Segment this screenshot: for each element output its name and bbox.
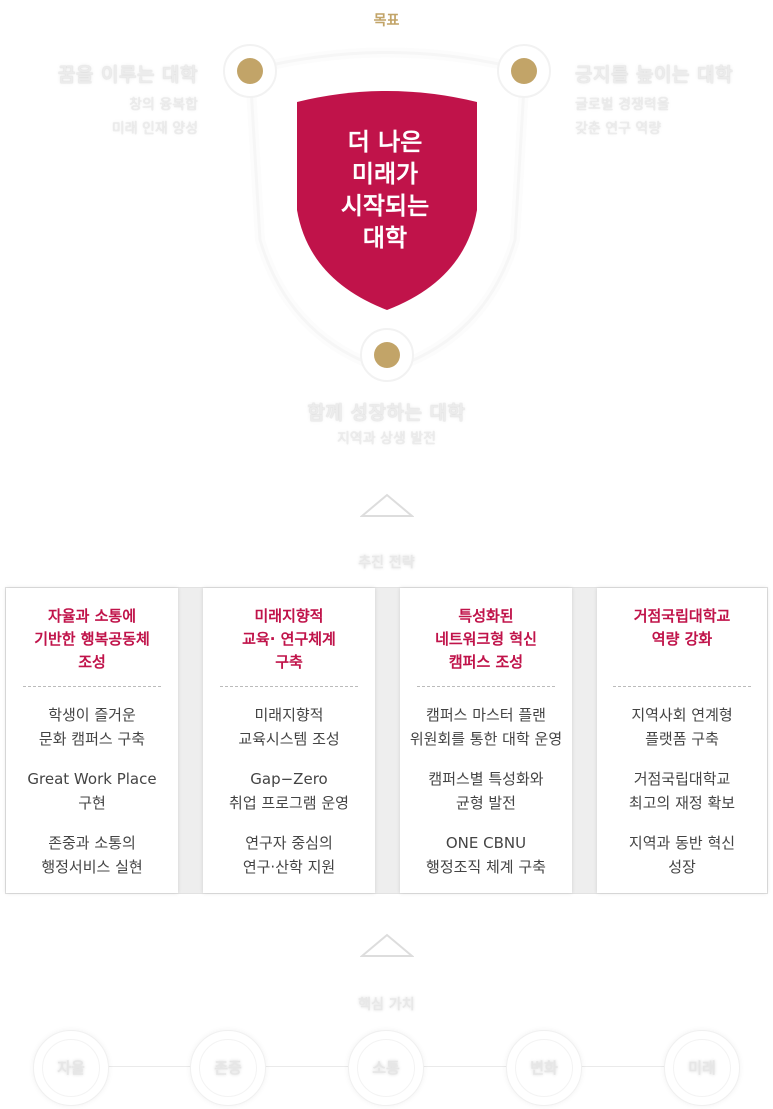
up-arrow-icon xyxy=(360,933,414,957)
values-label: 핵심 가치 xyxy=(358,997,415,1013)
value-circle: 미래 xyxy=(664,1030,740,1106)
goal-bottom: 함께 성장하는 대학 지역과 상생 발전 xyxy=(307,402,466,447)
divider xyxy=(417,686,555,687)
value-circle: 변화 xyxy=(506,1030,582,1106)
dot-bottom xyxy=(360,328,414,382)
divider xyxy=(23,686,161,687)
card-title: 특성화된 네트워크형 혁신 캠퍼스 조성 xyxy=(435,607,537,671)
value-circle: 소통 xyxy=(348,1030,424,1106)
divider xyxy=(613,686,751,687)
strategy-label: 추진 전략 xyxy=(358,555,415,571)
goal-center-text: 더 나은 미래가 시작되는 대학 xyxy=(340,128,430,252)
card-title: 자율과 소통에 기반한 행복공동체 조성 xyxy=(34,607,150,671)
goal-left: 꿈을 이루는 대학 창의 융복합 미래 인재 양성 xyxy=(57,64,198,137)
value-circle: 자율 xyxy=(33,1030,109,1106)
value-circle: 존중 xyxy=(190,1030,266,1106)
divider xyxy=(220,686,358,687)
card-title: 거점국립대학교 역량 강화 xyxy=(633,607,731,648)
up-arrow-icon xyxy=(360,493,414,517)
dot-left xyxy=(223,44,277,98)
goal-label: 목표 xyxy=(373,13,400,29)
card-title: 미래지향적 교육· 연구체계 구축 xyxy=(242,607,336,671)
shield xyxy=(297,91,477,310)
goal-right: 긍지를 높이는 대학 글로벌 경쟁력을 갖춘 연구 역량 xyxy=(575,64,734,137)
goal-diagram xyxy=(223,44,551,382)
dot-right xyxy=(497,44,551,98)
